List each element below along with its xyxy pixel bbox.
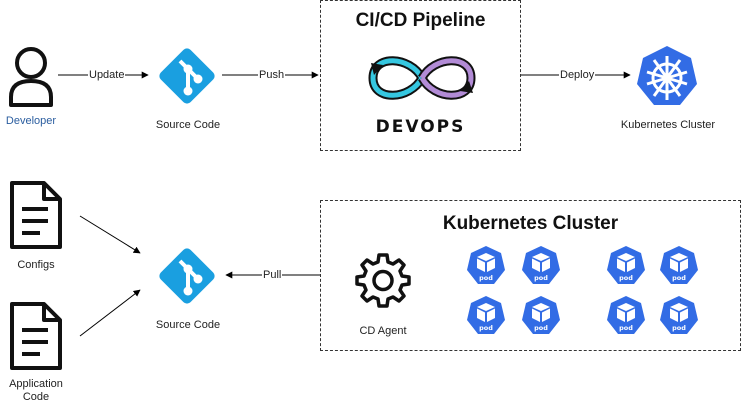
document-icon [10, 302, 62, 370]
pod-label: pod [479, 274, 493, 282]
git-icon [159, 48, 215, 104]
devops-logo-text: DEVOPS [375, 117, 466, 137]
pull-label: Pull [262, 269, 283, 281]
pod-label: pod [619, 274, 633, 282]
cicd-pipeline-title: CI/CD Pipeline [355, 10, 486, 31]
kubernetes-cluster-title: Kubernetes Cluster [442, 213, 619, 234]
devops-infinity-icon [368, 56, 476, 100]
source-code-top-label: Source Code [155, 119, 221, 131]
deploy-label: Deploy [559, 69, 596, 81]
pod-icon: pod [522, 296, 560, 334]
configs-edge [79, 215, 141, 254]
git-icon [159, 248, 215, 304]
pod-label: pod [619, 324, 633, 332]
update-label: Update [88, 69, 126, 81]
pod-label: pod [672, 324, 686, 332]
appcode-edge [79, 289, 141, 337]
gear-icon [355, 253, 411, 308]
source-code-bottom-label: Source Code [155, 319, 221, 331]
push-label: Push [258, 69, 286, 81]
pod-icon: pod [467, 296, 505, 334]
pod-icon: pod [660, 246, 698, 284]
application-code-label: Application Code [9, 378, 63, 403]
configs-label: Configs [17, 259, 55, 271]
pod-icon: pod [522, 246, 560, 284]
pod-label: pod [672, 274, 686, 282]
pod-icon: pod [660, 296, 698, 334]
pod-icon: pod [467, 246, 505, 284]
kubernetes-cluster-box[interactable]: Kubernetes Cluster CD Agent pod pod pod pod… [320, 200, 741, 351]
document-icon [10, 181, 62, 249]
cicd-pipeline-box[interactable]: CI/CD Pipeline DEVOPS [320, 0, 521, 151]
kubernetes-icon [637, 46, 697, 105]
pod-icon: pod [607, 296, 645, 334]
pod-icon: pod [607, 246, 645, 284]
kubernetes-cluster-top-label: Kubernetes Cluster [620, 119, 716, 131]
cd-agent-label: CD Agent [359, 325, 407, 337]
developer-label: Developer [5, 115, 57, 127]
pod-label: pod [534, 324, 548, 332]
user-icon [9, 47, 53, 107]
pod-label: pod [479, 324, 493, 332]
pod-label: pod [534, 274, 548, 282]
